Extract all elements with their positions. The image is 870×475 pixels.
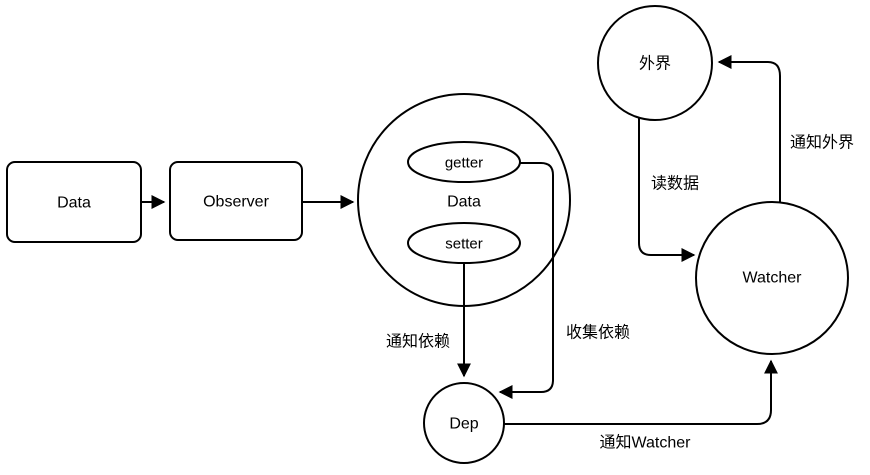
collect-dep-edge-label: 收集依赖	[566, 324, 630, 342]
dep-label: Dep	[449, 416, 478, 433]
notify-dep-edge-label: 通知依赖	[386, 333, 450, 351]
notify-watcher-edge-label: 通知Watcher	[600, 434, 692, 452]
edge-dep-to-watcher	[504, 359, 778, 425]
edge-outside-to-watcher	[638, 118, 696, 262]
edge-getter-to-dep	[498, 162, 554, 399]
edge-watcher-to-outside	[717, 55, 781, 203]
outside-world-circle	[597, 5, 713, 121]
watcher-circle	[695, 201, 849, 355]
observer-node-label: Observer	[203, 194, 269, 211]
watcher-label: Watcher	[743, 270, 803, 287]
getter-label: getter	[445, 155, 483, 172]
setter-label: setter	[445, 236, 483, 253]
notify-outside-edge-label: 通知外界	[790, 134, 854, 152]
outside-world-label: 外界	[639, 55, 671, 73]
data-node-label: Data	[57, 195, 91, 212]
read-data-edge-label: 读数据	[651, 175, 699, 193]
reactive-data-label: Data	[447, 194, 481, 211]
